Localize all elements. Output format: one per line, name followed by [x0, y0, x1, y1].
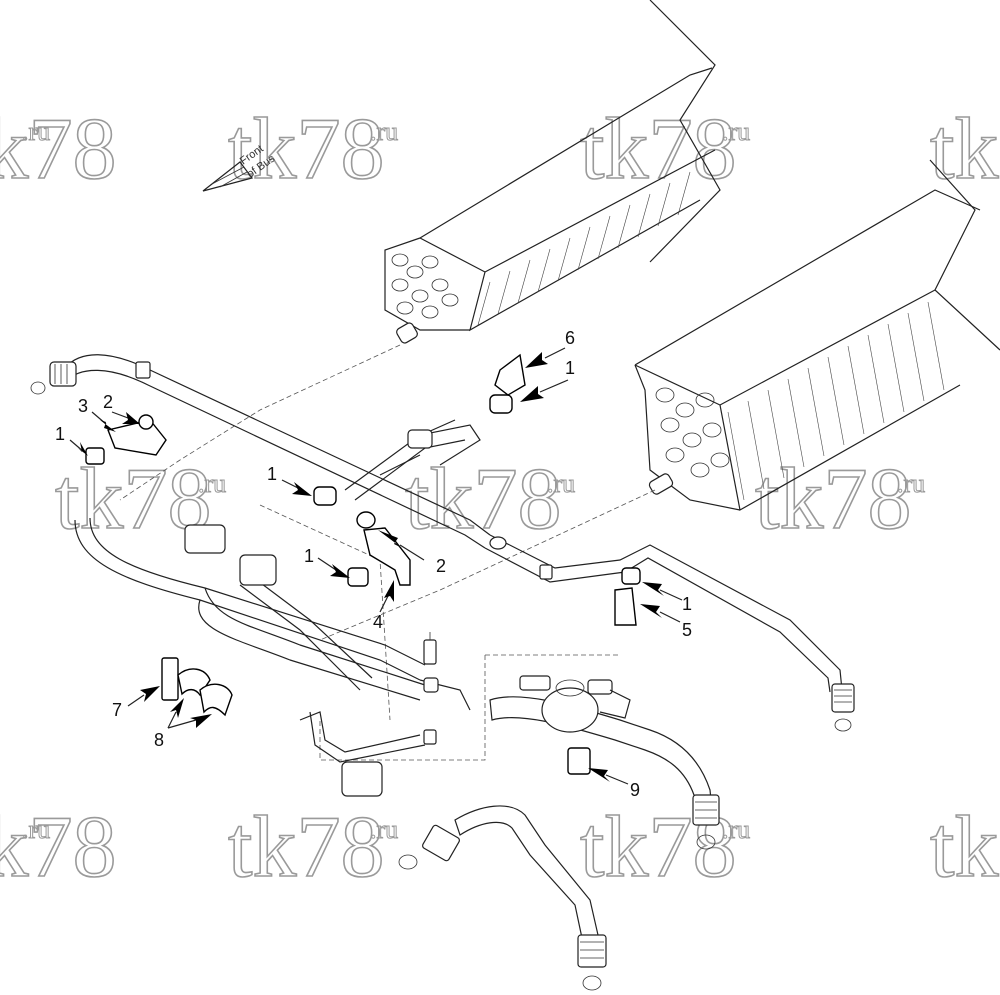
svg-text:tk78: tk78: [930, 101, 1000, 198]
part-clip-2a: [138, 414, 154, 430]
part-clamp-1a: [85, 447, 105, 465]
svg-text:tk78: tk78: [228, 799, 384, 896]
part-clamp-1b: [313, 486, 337, 506]
svg-text:.ru: .ru: [370, 815, 398, 844]
part-clamp-1c: [347, 567, 369, 587]
callout-2a: 2: [103, 392, 113, 412]
lower-left-flare-fitting: [422, 824, 460, 862]
callout-labels: 1 1 1 1 1 2 2 3 4 5 6 7 8 9: [55, 328, 692, 800]
left-o-ring: [30, 381, 46, 395]
svg-text:tk78: tk78: [405, 451, 561, 548]
part-plate-7: [161, 657, 179, 701]
callout-1d: 1: [565, 358, 575, 378]
part-clamp-9: [567, 747, 591, 775]
watermark-top-left: tk78 .ru: [0, 100, 117, 199]
watermark-bottom-edge: tk78: [929, 798, 1000, 897]
svg-text:.ru: .ru: [22, 815, 50, 844]
watermark-mid-right: tk78 .ru: [754, 450, 925, 549]
callout-8: 8: [154, 730, 164, 750]
svg-text:tk78: tk78: [580, 101, 736, 198]
callout-7: 7: [112, 700, 122, 720]
callout-1a: 1: [55, 424, 65, 444]
part-bracket-6: [494, 353, 526, 396]
svg-text:.ru: .ru: [722, 815, 750, 844]
watermark-bottom-left: tk78 .ru: [0, 798, 117, 897]
part-clamp-1e: [621, 567, 641, 585]
left-flare-fitting: [49, 361, 77, 387]
service-valve-left: [184, 524, 226, 554]
fittings: [30, 361, 855, 991]
upper-coil-fins: [477, 171, 691, 326]
callout-4: 4: [373, 612, 383, 632]
svg-text:.ru: .ru: [198, 469, 226, 498]
svg-text:tk78: tk78: [0, 799, 116, 896]
service-valve-right: [239, 554, 277, 586]
part-clip-2b: [356, 511, 376, 529]
callout-arrows: [69, 347, 683, 785]
callout-1c: 1: [304, 546, 314, 566]
upper-coil-return-bends: [391, 253, 459, 319]
svg-text:tk78: tk78: [228, 101, 384, 198]
sensor-switch: [423, 639, 437, 665]
svg-text:tk78: tk78: [0, 101, 116, 198]
part-clamp-8b: [199, 683, 233, 717]
expansion-valve-body: [541, 687, 599, 733]
svg-text:.ru: .ru: [370, 117, 398, 146]
lower-coil-fins: [727, 301, 945, 501]
callout-6: 6: [565, 328, 575, 348]
watermark-bottom-right: tk78 .ru: [579, 798, 750, 897]
bottom-flare-fitting: [577, 934, 607, 968]
part-bracket-4: [363, 527, 411, 586]
part-bracket-3: [107, 419, 167, 456]
evaporator-coil-upper: [384, 0, 721, 344]
callout-1b: 1: [267, 464, 277, 484]
svg-text:.ru: .ru: [722, 117, 750, 146]
lower-coil-return-bends: [655, 387, 730, 478]
right-flare-fitting: [831, 683, 855, 713]
callout-1e: 1: [682, 594, 692, 614]
callout-parts: [85, 353, 641, 775]
callout-9: 9: [630, 780, 640, 800]
svg-text:tk78: tk78: [755, 451, 911, 548]
mid-valve: [407, 429, 433, 449]
right-o-ring: [834, 718, 852, 732]
watermark-top-right: tk78 .ru: [579, 100, 750, 199]
direction-cone-icon: [202, 161, 254, 192]
svg-text:tk78: tk78: [930, 799, 1000, 896]
callout-5: 5: [682, 620, 692, 640]
svg-text:.ru: .ru: [22, 117, 50, 146]
callout-2b: 2: [436, 556, 446, 576]
watermark-top-center: tk78 .ru: [227, 100, 398, 199]
part-bracket-5: [614, 587, 637, 626]
svg-text:.ru: .ru: [547, 469, 575, 498]
callout-3: 3: [78, 396, 88, 416]
watermark-bottom-center: tk78 .ru: [227, 798, 398, 897]
watermark-top-edge: tk78: [929, 100, 1000, 199]
watermark-layer: tk78 .ru tk78 .ru tk78 .ru tk78 tk78 .ru…: [0, 100, 1000, 897]
watermark-mid-center: tk78 .ru: [404, 450, 575, 549]
svg-text:.ru: .ru: [897, 469, 925, 498]
evaporator-coil-lower: [634, 159, 1000, 511]
part-clamp-1d: [489, 394, 513, 414]
bottom-service-valve: [341, 761, 383, 797]
